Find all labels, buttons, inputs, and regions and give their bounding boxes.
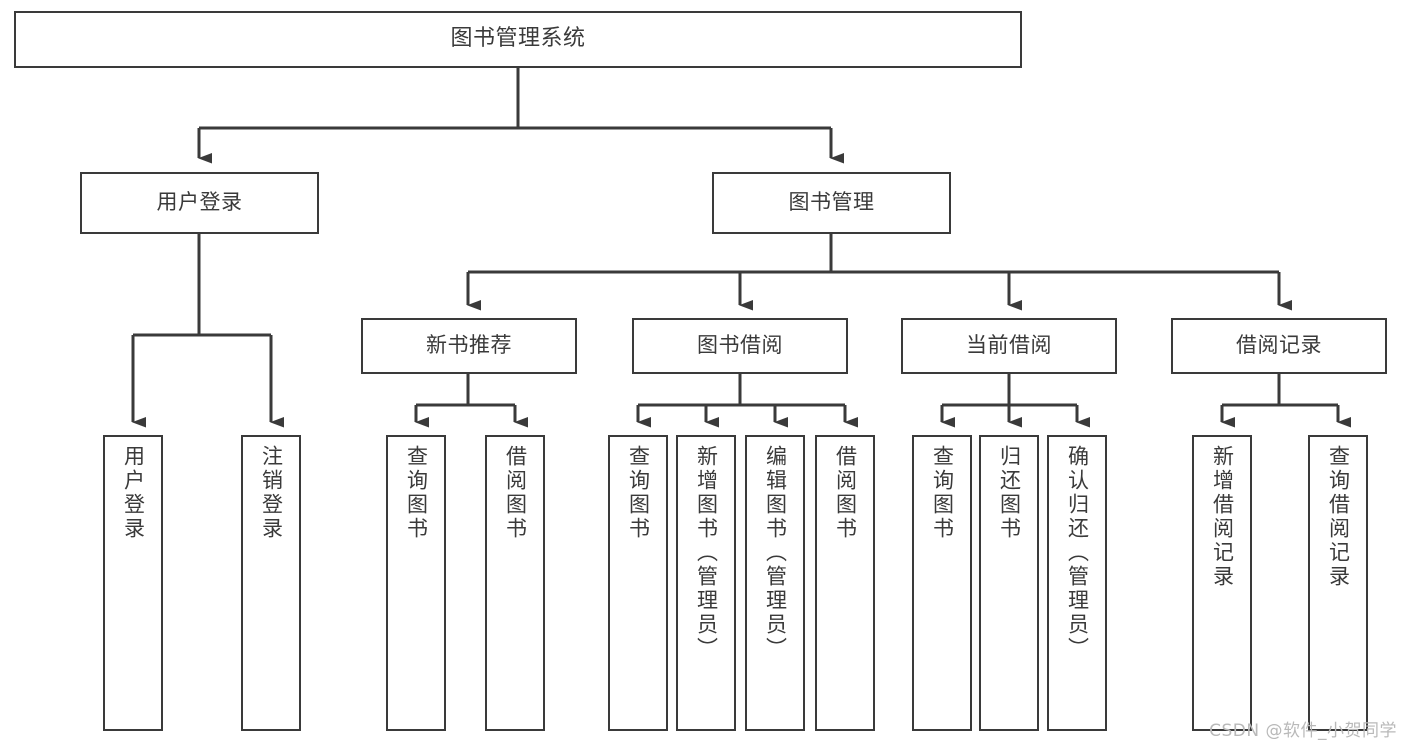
leaf-cur-return[interactable]: 归还图书 [979,435,1039,731]
leaf-borrow-edit-label: 编辑图书（管理员） [763,445,788,661]
leaf-cur-query[interactable]: 查询图书 [912,435,972,731]
node-root-label: 图书管理系统 [450,26,586,52]
leaf-rec-query[interactable]: 查询图书 [386,435,446,731]
leaf-borrow-lend-label: 借阅图书 [833,445,858,541]
leaf-cur-confirm[interactable]: 确认归还（管理员） [1047,435,1107,731]
node-new-book-rec-label: 新书推荐 [426,333,512,358]
csdn-watermark: CSDN @软件_小贺同学 [1209,721,1397,741]
leaf-cur-query-label: 查询图书 [930,445,955,541]
leaf-rec-borrow[interactable]: 借阅图书 [485,435,545,731]
node-borrow-record-label: 借阅记录 [1236,333,1322,358]
leaf-borrow-add[interactable]: 新增图书（管理员） [676,435,736,731]
leaf-cur-confirm-label: 确认归还（管理员） [1065,445,1090,661]
leaf-borrow-add-label: 新增图书（管理员） [694,445,719,661]
node-user-login[interactable]: 用户登录 [80,172,319,234]
node-user-login-label: 用户登录 [156,190,243,215]
leaf-rec-add-label: 新增借阅记录 [1210,445,1235,589]
leaf-borrow-query-label: 查询图书 [626,445,651,541]
leaf-user-logout[interactable]: 注销登录 [241,435,301,731]
leaf-rec-search[interactable]: 查询借阅记录 [1308,435,1368,731]
leaf-user-login[interactable]: 用户登录 [103,435,163,731]
leaf-rec-add[interactable]: 新增借阅记录 [1192,435,1252,731]
node-root[interactable]: 图书管理系统 [14,11,1022,68]
node-book-borrow[interactable]: 图书借阅 [632,318,848,374]
leaf-rec-borrow-label: 借阅图书 [503,445,528,541]
leaf-borrow-query[interactable]: 查询图书 [608,435,668,731]
leaf-user-login-label: 用户登录 [121,445,146,541]
node-book-borrow-label: 图书借阅 [697,333,783,358]
leaf-rec-query-label: 查询图书 [404,445,429,541]
node-current-borrow-label: 当前借阅 [966,333,1052,358]
leaf-borrow-edit[interactable]: 编辑图书（管理员） [745,435,805,731]
node-borrow-record[interactable]: 借阅记录 [1171,318,1387,374]
node-book-mgmt[interactable]: 图书管理 [712,172,951,234]
leaf-rec-search-label: 查询借阅记录 [1326,445,1351,589]
node-new-book-rec[interactable]: 新书推荐 [361,318,577,374]
node-book-mgmt-label: 图书管理 [788,190,875,215]
leaf-user-logout-label: 注销登录 [259,445,284,541]
leaf-borrow-lend[interactable]: 借阅图书 [815,435,875,731]
node-current-borrow[interactable]: 当前借阅 [901,318,1117,374]
leaf-cur-return-label: 归还图书 [997,445,1022,541]
